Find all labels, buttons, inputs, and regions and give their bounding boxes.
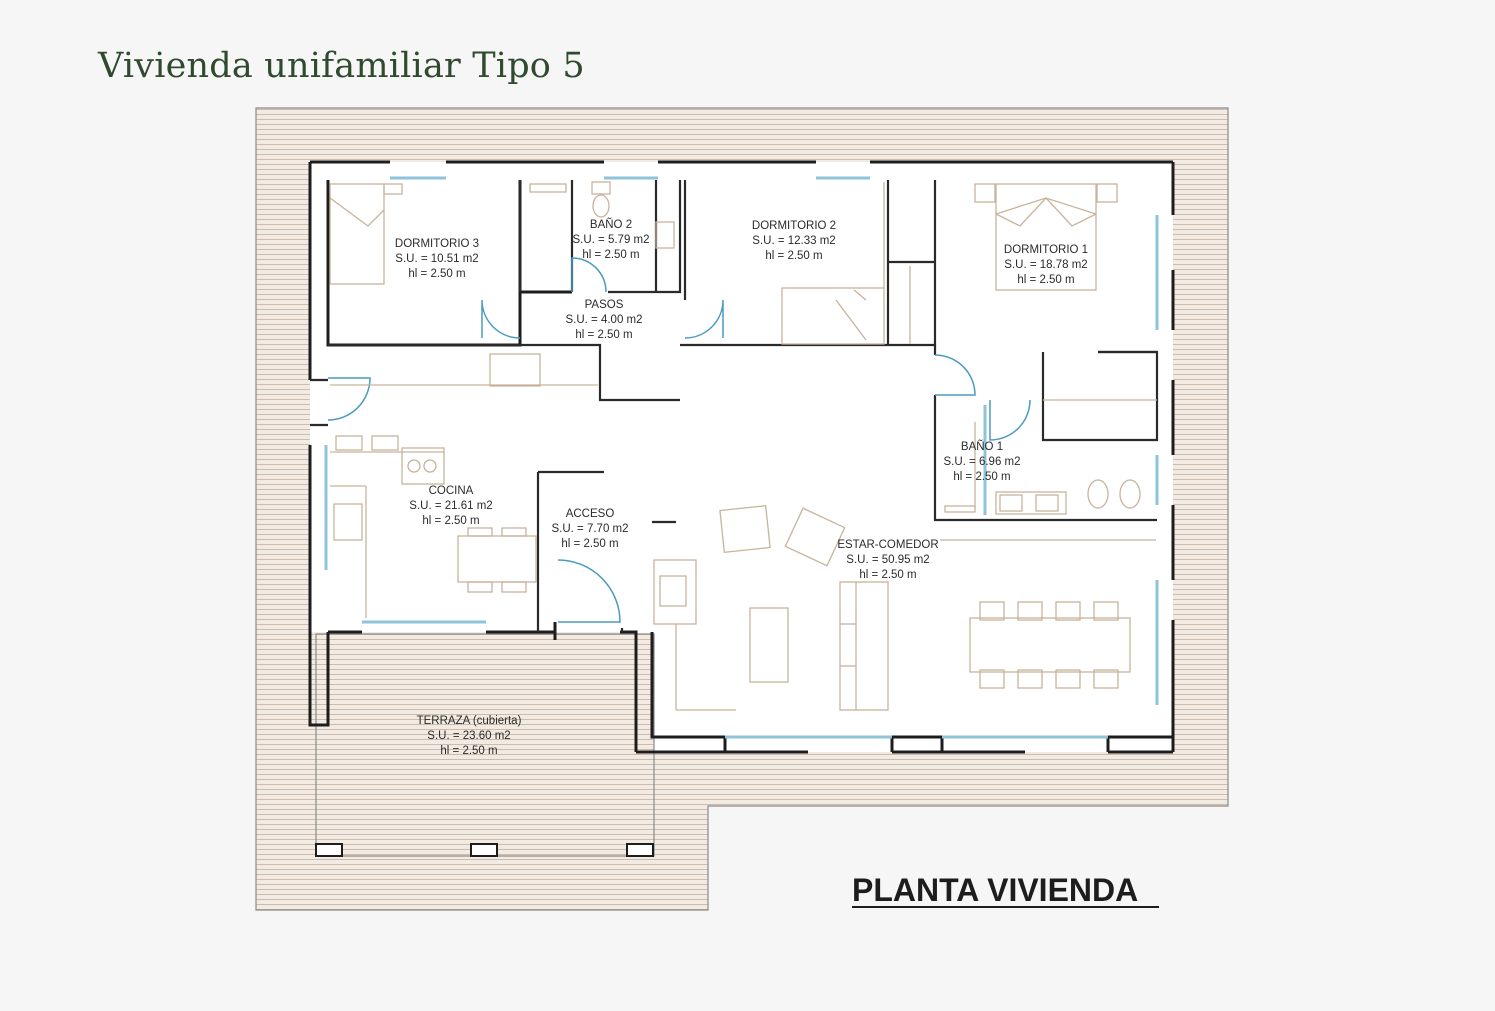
room-label-dormitorio-1: DORMITORIO 1 S.U. = 18.78 m2 hl = 2.50 m <box>1004 244 1088 286</box>
room-label-dormitorio-2: DORMITORIO 2 S.U. = 12.33 m2 hl = 2.50 m <box>752 220 836 262</box>
doors <box>327 257 1031 623</box>
room-height: hl = 2.50 m <box>575 329 632 341</box>
room-area: S.U. = 7.70 m2 <box>551 523 628 535</box>
house-floor <box>310 162 1173 752</box>
room-name: TERRAZA (cubierta) <box>417 715 522 727</box>
room-label-pasos: PASOS S.U. = 4.00 m2 hl = 2.50 m <box>565 299 642 341</box>
room-area: S.U. = 10.51 m2 <box>395 253 478 265</box>
room-label-bano-2: BAÑO 2 S.U. = 5.79 m2 hl = 2.50 m <box>572 218 649 261</box>
room-label-acceso: ACCESO S.U. = 7.70 m2 hl = 2.50 m <box>551 508 628 550</box>
room-height: hl = 2.50 m <box>408 268 465 280</box>
room-name: DORMITORIO 2 <box>752 220 836 232</box>
room-height: hl = 2.50 m <box>561 538 618 550</box>
room-area: S.U. = 23.60 m2 <box>427 730 510 742</box>
room-name: ESTAR-COMEDOR <box>837 539 938 551</box>
room-name: PASOS <box>585 299 624 311</box>
room-area: S.U. = 21.61 m2 <box>409 500 492 512</box>
room-name: DORMITORIO 3 <box>395 238 479 250</box>
room-label-estar-comedor: ESTAR-COMEDOR S.U. = 50.95 m2 hl = 2.50 … <box>837 539 938 581</box>
room-name: BAÑO 2 <box>590 218 632 231</box>
room-height: hl = 2.50 m <box>582 249 639 261</box>
room-name: COCINA <box>429 485 474 497</box>
room-area: S.U. = 5.79 m2 <box>572 234 649 246</box>
room-area: S.U. = 6.96 m2 <box>943 456 1020 468</box>
room-area: S.U. = 18.78 m2 <box>1004 259 1087 271</box>
room-name: ACCESO <box>566 508 615 520</box>
room-height: hl = 2.50 m <box>440 745 497 757</box>
room-height: hl = 2.50 m <box>765 250 822 262</box>
furniture <box>329 181 1157 711</box>
room-area: S.U. = 50.95 m2 <box>846 554 929 566</box>
room-label-cocina: COCINA S.U. = 21.61 m2 hl = 2.50 m <box>409 485 492 527</box>
windows <box>324 176 1159 739</box>
room-area: S.U. = 4.00 m2 <box>565 314 642 326</box>
terrace-area <box>316 634 654 856</box>
room-label-bano-1: BAÑO 1 S.U. = 6.96 m2 hl = 2.50 m <box>943 440 1020 483</box>
room-height: hl = 2.50 m <box>1017 274 1074 286</box>
room-name: BAÑO 1 <box>961 440 1003 453</box>
page-title: Vivienda unifamiliar Tipo 5 <box>98 46 585 86</box>
plan-caption: PLANTA VIVIENDA <box>852 872 1138 908</box>
room-height: hl = 2.50 m <box>953 471 1010 483</box>
room-height: hl = 2.50 m <box>859 569 916 581</box>
room-label-terraza: TERRAZA (cubierta) S.U. = 23.60 m2 hl = … <box>417 715 522 757</box>
room-name: DORMITORIO 1 <box>1004 244 1088 256</box>
room-label-dormitorio-3: DORMITORIO 3 S.U. = 10.51 m2 hl = 2.50 m <box>395 238 479 280</box>
room-area: S.U. = 12.33 m2 <box>752 235 835 247</box>
terrace-posts <box>315 843 654 857</box>
room-height: hl = 2.50 m <box>422 515 479 527</box>
